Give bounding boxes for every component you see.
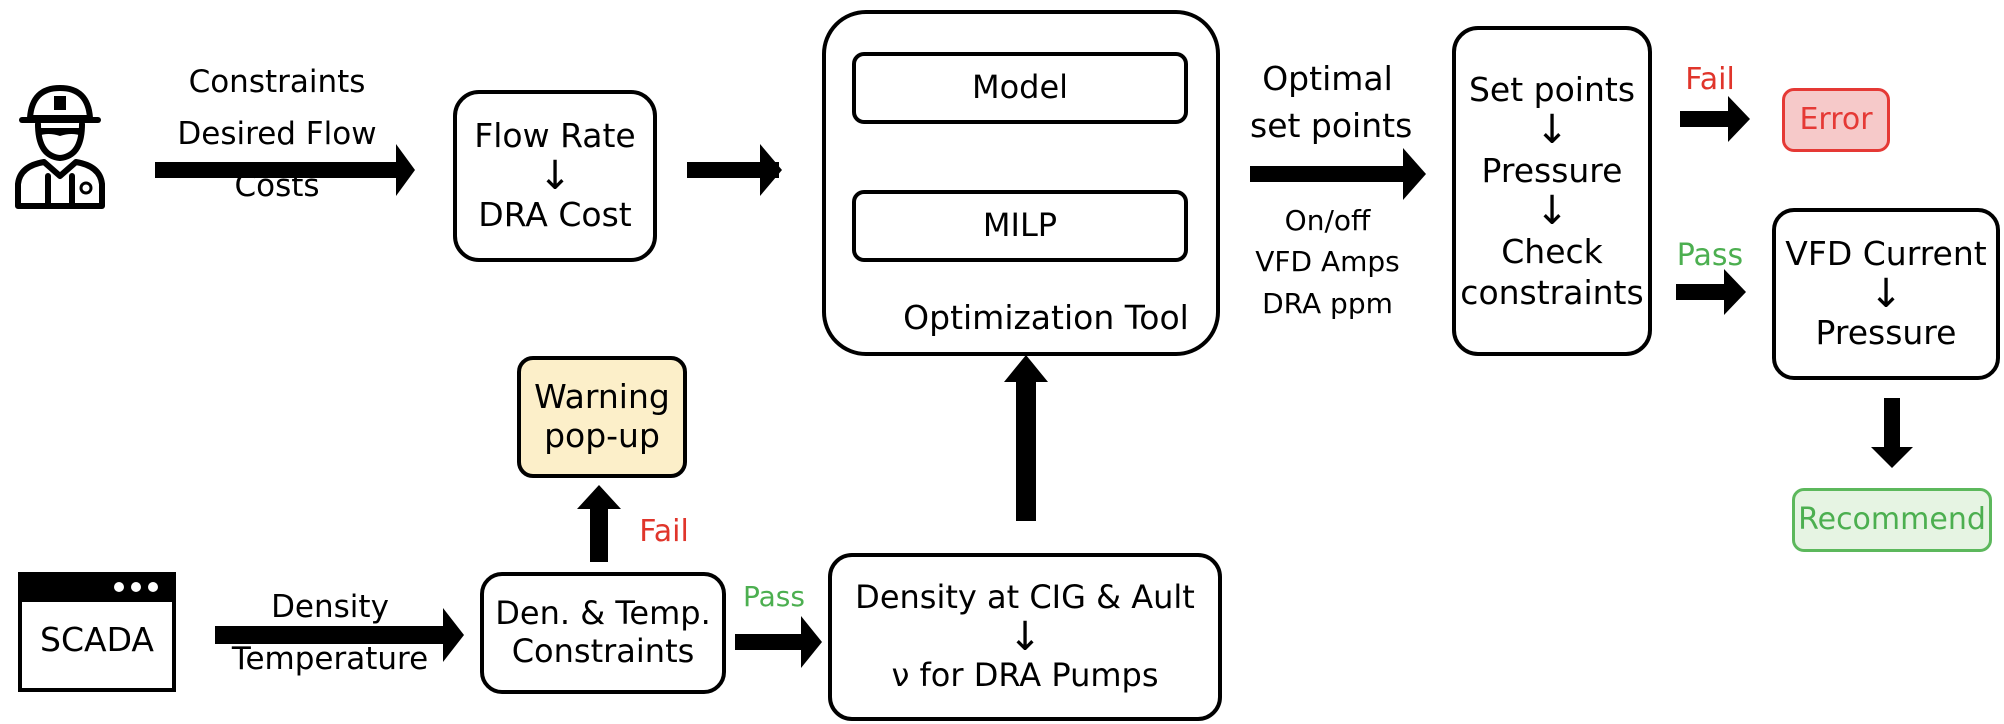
milp-label: MILP <box>982 206 1058 245</box>
check-down-arrow-1: ↓ <box>1535 106 1569 153</box>
error-label: Error <box>1799 102 1873 138</box>
fail-label-right: Fail <box>1685 62 1735 97</box>
pass-label-bottom: Pass <box>743 580 805 613</box>
recommend-box: Recommend <box>1792 488 1992 552</box>
error-box: Error <box>1782 88 1890 152</box>
window-dot-icon <box>148 582 158 592</box>
window-dot-icon <box>131 582 141 592</box>
density-down-arrow: ↓ <box>1008 614 1042 660</box>
arrow-density-to-optimization <box>1004 355 1048 521</box>
den-temp-constraints-box: Den. & Temp. Constraints <box>480 572 726 694</box>
arrow-den-to-warning <box>577 485 621 562</box>
fail-label-bottom: Fail <box>639 514 689 549</box>
arrow-vfd-to-recommend <box>1871 398 1913 468</box>
constraints-label: constraints <box>1460 273 1644 313</box>
optimal-line: Optimal <box>1262 59 1393 98</box>
scada-inputs-label: Density Temperature <box>200 581 460 685</box>
popup-label: pop-up <box>544 416 660 455</box>
arrow-scada-to-den <box>215 608 464 662</box>
den-constraints-label: Constraints <box>511 632 695 670</box>
arrow-pass-to-vfd <box>1676 269 1746 315</box>
flow-rate-box: Flow Rate ↓ DRA Cost <box>453 90 657 262</box>
scada-input-temperature: Temperature <box>231 641 429 678</box>
density-cig-ault-label: Density at CIG & Ault <box>855 578 1195 617</box>
scada-window-icon: SCADA <box>18 572 176 692</box>
check-down-arrow-2: ↓ <box>1535 188 1569 234</box>
arrow-optimization-to-check <box>1250 148 1426 200</box>
detail-on-off: On/off <box>1284 204 1371 237</box>
detail-dra-ppm: DRA ppm <box>1262 286 1393 320</box>
pressure-label: Pressure <box>1481 150 1623 190</box>
scada-title-bar <box>22 576 172 602</box>
vfd-down-arrow: ↓ <box>1869 271 1903 317</box>
check-constraints-box: Set points ↓ Pressure ↓ Check constraint… <box>1452 26 1652 356</box>
recommend-label: Recommend <box>1798 502 1986 538</box>
set-points-label: Set points <box>1468 69 1636 109</box>
model-label: Model <box>971 68 1069 107</box>
nu-dra-pumps-label: ν for DRA Pumps <box>891 656 1159 694</box>
dra-cost-label: DRA Cost <box>478 195 632 234</box>
set-points-line: set points <box>1250 105 1413 145</box>
optimal-set-points-label: Optimal set points <box>1250 56 1413 150</box>
operator-input-desired-flow: Desired Flow <box>177 116 377 153</box>
vfd-current-box: VFD Current ↓ Pressure <box>1772 208 2000 380</box>
window-dot-icon <box>114 582 124 592</box>
arrow-flowrate-to-optimization <box>687 144 782 196</box>
arrow-operator-to-flowrate <box>155 144 415 196</box>
model-box: Model <box>852 52 1188 124</box>
warning-popup-box: Warning pop-up <box>517 356 687 478</box>
flow-rate-down-arrow: ↓ <box>538 153 572 199</box>
flow-rate-label: Flow Rate <box>474 116 636 156</box>
density-box: Density at CIG & Ault ↓ ν for DRA Pumps <box>828 553 1222 721</box>
set-points-details: On/off VFD Amps DRA ppm <box>1250 200 1405 324</box>
check-label: Check <box>1501 232 1603 271</box>
vfd-pressure-label: Pressure <box>1815 313 1957 352</box>
milp-box: MILP <box>852 190 1188 262</box>
arrow-fail-to-error <box>1680 96 1750 142</box>
scada-input-density: Density <box>271 589 389 625</box>
scada-label: SCADA <box>40 620 154 659</box>
warning-label: Warning <box>534 377 670 417</box>
optimization-tool-title: Optimization Tool <box>903 298 1189 338</box>
detail-vfd-amps: VFD Amps <box>1255 245 1400 279</box>
operator-inputs-label: Constraints Desired Flow Costs <box>155 56 399 212</box>
operator-input-costs: Costs <box>234 168 320 205</box>
vfd-current-label: VFD Current <box>1785 234 1987 274</box>
pass-label-right: Pass <box>1676 238 1744 273</box>
arrow-den-to-density <box>735 616 822 668</box>
den-temp-label: Den. & Temp. <box>495 594 711 633</box>
engineer-icon <box>15 85 105 209</box>
operator-input-constraints: Constraints <box>188 64 366 100</box>
